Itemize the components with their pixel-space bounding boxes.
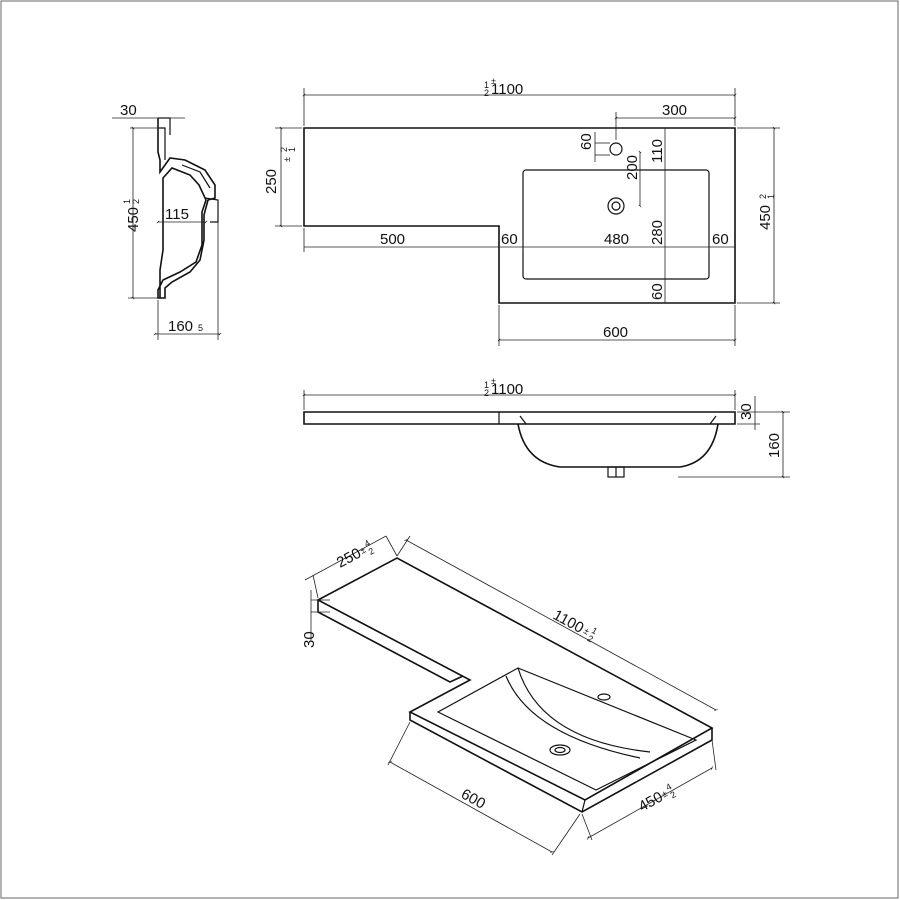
top-drain-inner: [611, 201, 621, 211]
iso-bowl-rim: [436, 667, 698, 791]
dim-line-iso-depth: [587, 766, 713, 840]
iso-length-group: 1100 ± 1 2: [550, 607, 599, 645]
iso-tap-hole: [597, 693, 611, 701]
iso-shelf-depth-tol-bottom: 2: [367, 546, 376, 557]
isometric-view: 250 ± 4 2 1100 ± 1 2 30 600 450 ±: [301, 535, 718, 856]
iso-drain-inner: [554, 746, 566, 754]
dim-ext: [581, 813, 593, 841]
top-dim-tap-x: 300: [662, 102, 687, 119]
front-dim-height: 160: [766, 433, 783, 458]
front-length-tol-bottom: 2: [484, 388, 489, 398]
side-dim-inner: 115: [165, 206, 189, 223]
iso-length-pm: ±: [582, 625, 591, 636]
top-dim-bowl-margin-right: 60: [712, 231, 729, 248]
dim-ext: [312, 574, 319, 599]
top-dim-shelf: 500: [380, 231, 405, 248]
side-profile-outline: [157, 118, 216, 299]
iso-depth-pm: ±: [660, 788, 669, 799]
side-dim-top: 30: [120, 102, 137, 119]
iso-depth-group: 450 ± 4 2: [636, 781, 678, 815]
top-length-tol-bottom: 2: [484, 88, 489, 98]
top-right-depth-tol-top: 2: [758, 194, 768, 199]
top-outline: [303, 127, 736, 304]
top-bowl: [522, 169, 710, 280]
top-plan-view: 1 2 1100 ± 300 60 110 200 280 60 250 ± 2…: [263, 76, 780, 346]
iso-dim-basin-width: 600: [458, 786, 488, 813]
side-dim-height-tol-bottom: 2: [131, 199, 141, 204]
iso-dim-thickness: 30: [301, 631, 318, 648]
front-dim-length: 1100: [491, 381, 523, 398]
top-left-depth-tol-top: 2: [279, 147, 289, 152]
front-rim: [519, 415, 717, 425]
side-rim-curve: [181, 164, 211, 189]
side-top-inner: [158, 127, 166, 160]
iso-shelf-depth-tol-top: 4: [363, 538, 372, 549]
dim-ext: [711, 739, 717, 771]
iso-shelf-depth-pm: ±: [358, 545, 367, 556]
top-left-depth-tol: ±: [282, 157, 292, 162]
side-dim-height-tol-top: 1: [122, 199, 132, 204]
dim-ext: [385, 535, 398, 557]
front-length-tol-top: 1: [484, 380, 489, 390]
side-dim-height: 450: [125, 207, 142, 232]
side-dim-depth-tol: 5: [198, 323, 203, 333]
top-dim-length: 1100: [491, 81, 523, 98]
dim-line-iso-length: [404, 539, 718, 711]
top-dim-tap-to-bowl: 110: [649, 139, 666, 163]
side-section-view: 30 450 1 2 115 160 5: [112, 102, 222, 340]
iso-corner-edge: [581, 799, 586, 813]
top-dim-bowl-margin-left: 60: [501, 231, 518, 248]
top-dim-right-depth: 450: [757, 205, 774, 230]
side-drain-stub: [204, 197, 219, 223]
iso-shelf-depth-group: 250 ± 4 2: [334, 538, 376, 572]
top-dim-bowl-width: 480: [604, 231, 629, 248]
iso-length-tol-bottom: 2: [586, 633, 595, 644]
top-dim-bowl-margin-bottom: 60: [649, 283, 666, 300]
iso-depth-tol-top: 4: [664, 781, 673, 792]
dim-line-iso-shelf-depth: [304, 535, 387, 581]
top-dim-basin-width: 600: [603, 324, 628, 341]
top-left-depth-tol-bottom: 1: [287, 147, 297, 152]
dim-ext: [387, 721, 411, 766]
side-dim-depth: 160: [168, 318, 193, 335]
top-dim-left-depth: 250: [263, 169, 280, 194]
iso-depth-tol-bottom: 2: [668, 789, 677, 800]
top-dim-tap-dia: 60: [578, 133, 595, 150]
front-top-slab: [303, 411, 736, 425]
iso-drain-outer: [549, 744, 571, 756]
iso-top-outline: [316, 557, 714, 801]
side-top-lip: [158, 117, 171, 135]
top-dim-tap-to-drain: 200: [624, 155, 641, 180]
dim-line-iso-basin-width: [388, 761, 554, 853]
top-length-pm: ±: [491, 76, 496, 86]
dim-ext: [396, 535, 411, 557]
side-dim-height-group: 450 1 2: [122, 199, 142, 232]
dim-ext: [551, 813, 581, 856]
top-right-depth-tol-bottom: 1: [766, 194, 776, 199]
front-view: 1 2 ± 1100 30 160: [302, 376, 790, 479]
top-length-tol-top: 1: [484, 80, 489, 90]
front-dim-thickness: 30: [738, 403, 755, 420]
top-drain-outer: [607, 197, 625, 215]
iso-dim-length: 1100: [550, 607, 586, 637]
top-tap-hole: [609, 142, 623, 156]
top-dim-bowl-depth: 280: [649, 220, 666, 245]
front-bowl: [517, 423, 719, 468]
front-length-pm: ±: [491, 376, 496, 386]
iso-length-tol-top: 1: [590, 625, 599, 636]
